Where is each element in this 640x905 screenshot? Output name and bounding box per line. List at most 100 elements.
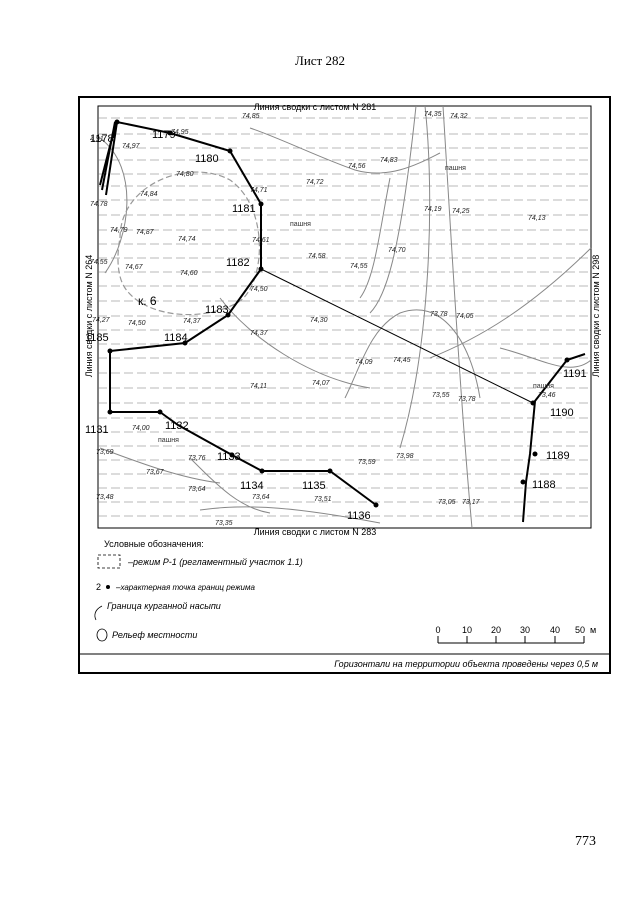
legend-item-point: –характерная точка границ режима: [115, 583, 255, 592]
elevation-mark: 74,32: [450, 113, 468, 120]
elevation-mark: 73,78: [430, 311, 448, 318]
elevation-mark: 74,50: [250, 286, 268, 293]
elevation-mark: 74,37: [183, 318, 202, 325]
legend-point-number: 2: [96, 582, 101, 592]
elevation-mark: 73,05: [438, 499, 456, 506]
elevation-mark: 74,13: [528, 215, 546, 222]
mound-label: к. 6: [138, 294, 157, 308]
mound-boundary: [117, 171, 260, 316]
point-label-1185: 1185: [85, 332, 109, 344]
elevation-mark: 74,95: [171, 129, 189, 136]
elevation-mark: 74,50: [128, 320, 146, 327]
elevation-mark: 74,30: [310, 317, 328, 324]
thin-boundary-line: [260, 268, 534, 404]
point-label-1180: 1180: [195, 153, 219, 165]
elevation-mark: 74,83: [380, 157, 398, 164]
elevation-mark: 74,74: [178, 236, 196, 243]
legend-item-relief: Рельеф местности: [112, 630, 197, 640]
page-number: 773: [575, 834, 596, 849]
elevation-mark: 73,76: [188, 455, 206, 462]
elevation-mark: 73,51: [314, 496, 332, 503]
elevation-mark: 73,48: [96, 494, 114, 501]
elevation-mark: 74,55: [90, 259, 108, 266]
elevation-mark: 74,00: [132, 425, 150, 432]
elevation-mark: 73,55: [432, 392, 450, 399]
legend-relief-swatch: [96, 628, 108, 642]
field-label: пашня: [158, 437, 179, 444]
elevation-mark: 73,78: [458, 396, 476, 403]
relief-contours: [99, 105, 592, 529]
boundary-point-markers: [107, 119, 570, 508]
field-label: пашня: [533, 383, 554, 390]
contour-note: Горизонтали на территории объекта провед…: [334, 659, 598, 669]
point-label-1182: 1182: [226, 257, 250, 269]
elevation-mark: 74,11: [250, 383, 267, 390]
scale-bar: 0 10 20 30 40 50 м: [435, 625, 596, 644]
elevation-mark: 73,69: [96, 449, 114, 456]
elevation-mark: 74,37: [250, 330, 269, 337]
point-label-1184: 1184: [164, 332, 188, 344]
elevation-mark: 73,17: [462, 499, 481, 506]
point-label-1190: 1190: [550, 407, 574, 419]
elevation-mark: 74,80: [176, 171, 194, 178]
elevation-mark: 73,46: [538, 392, 556, 399]
elevation-mark: 74,56: [348, 163, 366, 170]
map-canvas: Линия сводки с листом N 281 Линия сводки…: [80, 102, 609, 669]
point-label-1133: 1133: [217, 451, 241, 463]
regime-boundary: [99, 120, 586, 523]
point-label-1178: 1178: [90, 133, 114, 145]
scale-tick-label: 50: [575, 625, 585, 635]
field-label: пашня: [290, 221, 311, 228]
legend-item-mound: Граница курганной насыпи: [107, 601, 221, 611]
sheet-title: Лист 282: [295, 53, 345, 68]
scale-tick-label: 30: [520, 625, 530, 635]
point-label-1136: 1136: [347, 510, 371, 522]
legend-item-regime: –режим Р-1 (регламентный участок 1.1): [127, 557, 303, 567]
legend-title: Условные обозначения:: [104, 539, 204, 549]
elevation-mark: 73,59: [358, 459, 376, 466]
point-label-1188: 1188: [532, 479, 556, 491]
scale-tick-label: 0: [435, 625, 440, 635]
elevation-mark: 74,71: [250, 187, 268, 194]
grid-lines: [98, 117, 591, 517]
elevation-mark: 73,64: [252, 494, 270, 501]
elevation-mark: 74,78: [90, 201, 108, 208]
elevation-mark: 74,61: [252, 237, 270, 244]
legend-point-swatch: [106, 585, 110, 589]
edge-label-top: Линия сводки с листом N 281: [254, 102, 377, 112]
elevation-mark: 73,35: [215, 520, 233, 527]
elevation-mark: 74,79: [110, 227, 128, 234]
elevation-mark: 74,05: [456, 313, 474, 320]
point-label-1183: 1183: [205, 304, 229, 316]
legend-regime-swatch: [97, 554, 121, 569]
scale-tick-label: 20: [491, 625, 501, 635]
legend-mound-swatch: [94, 605, 103, 621]
elevation-mark: 73,64: [188, 486, 206, 493]
elevation-mark: 74,55: [350, 263, 368, 270]
point-label-1135: 1135: [302, 480, 326, 492]
scale-tick-label: 40: [550, 625, 560, 635]
elevation-mark: 74,19: [424, 206, 442, 213]
elevation-mark: 73,98: [396, 453, 414, 460]
elevation-mark: 74,84: [140, 191, 158, 198]
point-label-1179: 1179: [152, 129, 176, 141]
elevation-mark: 74,45: [393, 357, 411, 364]
elevation-mark: 74,25: [452, 208, 470, 215]
elevation-mark: 4,91: [90, 136, 104, 143]
edge-label-right: Линия сводки с листом N 298: [591, 255, 601, 378]
point-label-1191: 1191: [563, 368, 587, 380]
elevation-mark: 74,70: [388, 247, 406, 254]
elevation-mark: 73,67: [146, 469, 165, 476]
field-label: пашня: [445, 165, 466, 172]
elevation-mark: 74,72: [306, 179, 324, 186]
elevation-mark: 74,97: [122, 143, 141, 150]
edge-label-left: Линия сводки с листом N 264: [84, 255, 94, 378]
elevation-mark: 74,87: [136, 229, 155, 236]
elevation-mark: 74,07: [312, 380, 331, 387]
elevation-mark: 74,85: [242, 113, 260, 120]
elevation-mark: 74,58: [308, 253, 326, 260]
elevation-mark: 74,67: [125, 264, 144, 271]
point-label-1181: 1181: [232, 203, 256, 215]
edge-label-bottom: Линия сводки с листом N 283: [254, 527, 377, 537]
elevation-marks: 74,85 4,91 74,97 74,95 74,80 74,84 74,78…: [90, 111, 556, 527]
